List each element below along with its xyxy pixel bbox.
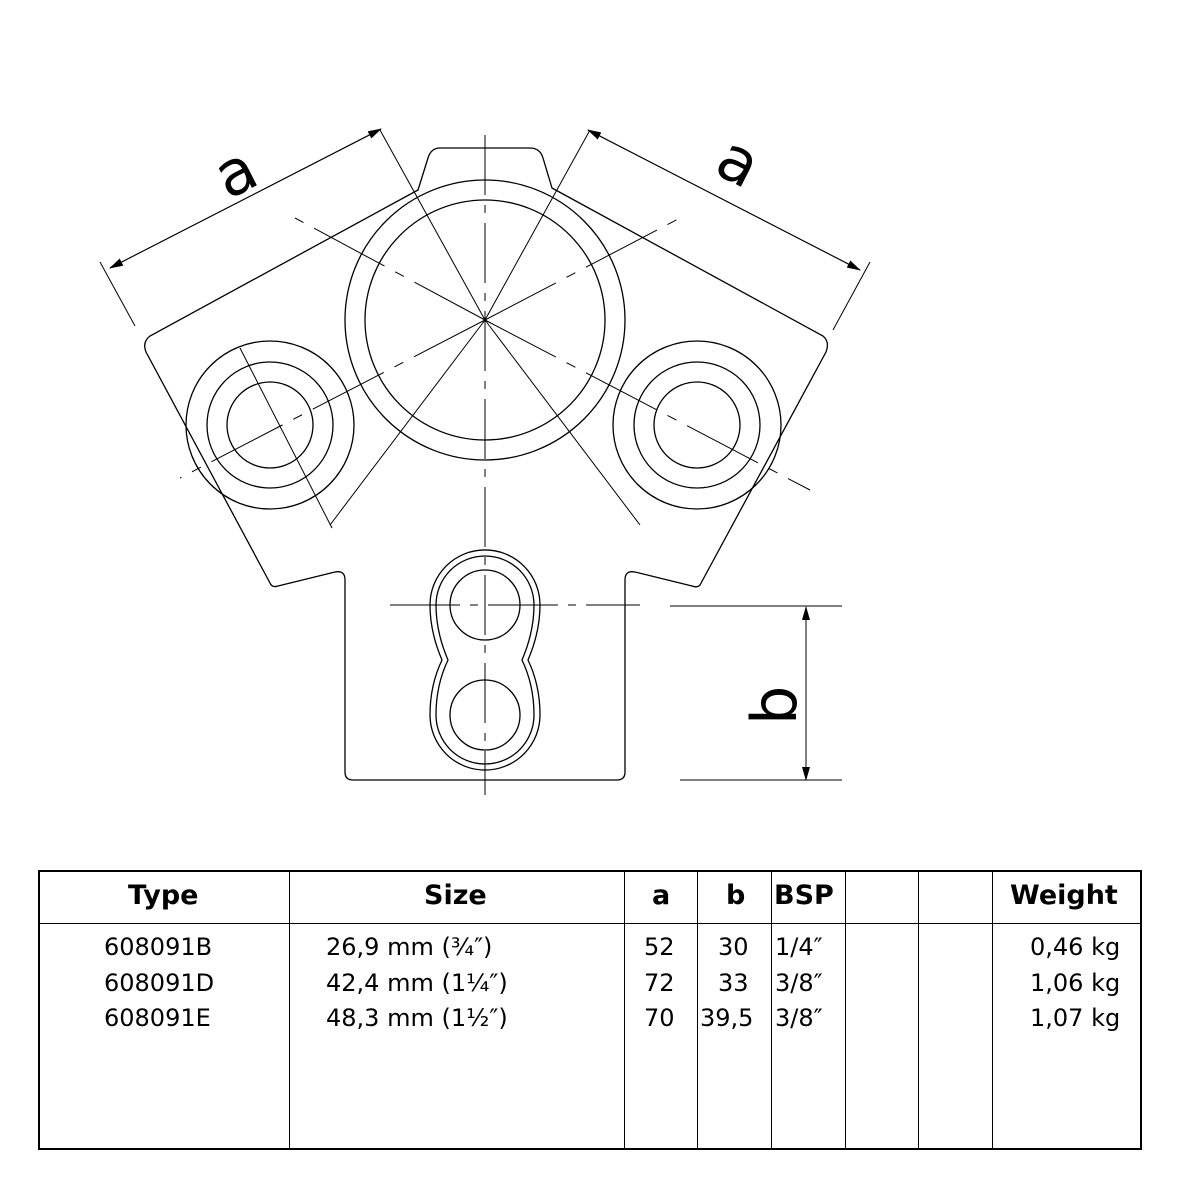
col-divider xyxy=(771,872,772,1148)
cell-b: 39,5 xyxy=(700,1004,754,1032)
dim-b-label: b xyxy=(738,686,811,725)
cell-size: 42,4 mm (1¼″) xyxy=(326,969,508,997)
header-size: Size xyxy=(424,880,487,911)
cell-bsp: 1/4″ xyxy=(775,933,823,961)
cell-type: 608091E xyxy=(104,1004,211,1032)
dimension-a-right xyxy=(587,129,871,331)
dim-a-left-label: a xyxy=(202,131,269,213)
cell-a: 52 xyxy=(644,933,675,961)
header-weight: Weight xyxy=(1010,880,1118,911)
dimension-b xyxy=(670,605,842,781)
cell-bsp: 3/8″ xyxy=(775,1004,823,1032)
left-boss xyxy=(185,340,355,510)
col-divider xyxy=(918,872,919,1148)
col-divider xyxy=(624,872,625,1148)
header-bsp: BSP xyxy=(774,880,834,911)
center-lines xyxy=(179,129,811,795)
spec-table: Type Size a b BSP Weight 608091B 26,9 mm… xyxy=(38,870,1142,1150)
cell-type: 608091D xyxy=(104,969,215,997)
dimension-a-left xyxy=(99,128,382,327)
cell-a: 72 xyxy=(644,969,675,997)
cell-weight: 0,46 kg xyxy=(1030,933,1121,961)
cell-size: 26,9 mm (¾″) xyxy=(326,933,493,961)
cell-a: 70 xyxy=(644,1004,675,1032)
header-type: Type xyxy=(128,880,199,911)
dim-a-right-label: a xyxy=(705,120,772,202)
fitting-outline xyxy=(144,147,829,781)
right-boss xyxy=(612,340,782,510)
table-header-row xyxy=(40,872,1140,924)
col-divider xyxy=(845,872,846,1148)
col-divider xyxy=(697,872,698,1148)
header-a: a xyxy=(652,880,671,911)
cell-b: 30 xyxy=(718,933,749,961)
header-b: b xyxy=(726,880,746,911)
col-divider xyxy=(289,872,290,1148)
cell-type: 608091B xyxy=(104,933,213,961)
cell-weight: 1,06 kg xyxy=(1030,969,1121,997)
cell-weight: 1,07 kg xyxy=(1030,1004,1121,1032)
col-divider xyxy=(992,872,993,1148)
technical-drawing: a a b xyxy=(99,120,871,795)
cell-b: 33 xyxy=(718,969,749,997)
cell-size: 48,3 mm (1½″) xyxy=(326,1004,508,1032)
cell-bsp: 3/8″ xyxy=(775,969,823,997)
